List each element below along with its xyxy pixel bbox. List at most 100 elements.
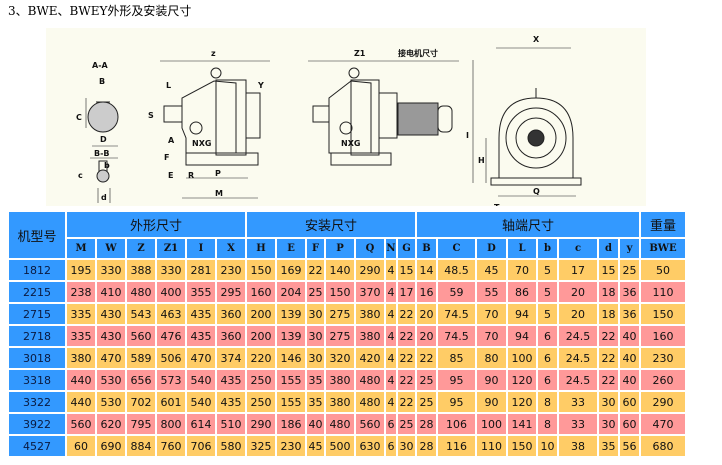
table-cell: 24.5 <box>559 370 597 390</box>
table-cell: 22 <box>398 326 415 346</box>
column-header-d: D <box>477 239 506 258</box>
table-cell: 22 <box>599 348 618 368</box>
table-cell: 195 <box>67 260 95 280</box>
table-cell: 335 <box>67 326 95 346</box>
table-cell: 360 <box>217 326 245 346</box>
label-c-small: c <box>78 171 83 180</box>
label-b-small: b <box>104 161 110 170</box>
table-cell: 6 <box>386 436 396 456</box>
table-cell: 476 <box>157 326 185 346</box>
page-title: 3、BWE、BWEY外形及安装尺寸 <box>8 4 192 18</box>
table-cell: 17 <box>559 260 597 280</box>
table-cell: 238 <box>67 282 95 302</box>
table-cell: 16 <box>417 282 436 302</box>
column-header-f: F <box>307 239 324 258</box>
table-cell: 30 <box>599 414 618 434</box>
table-cell: 24.5 <box>559 326 597 346</box>
table-cell: 380 <box>326 392 354 412</box>
table-cell: 110 <box>641 282 685 302</box>
table-cell: 560 <box>127 326 155 346</box>
table-cell: 25 <box>398 414 415 434</box>
table-cell: 430 <box>97 304 125 324</box>
table-cell: 160 <box>247 282 275 302</box>
table-cell: 55 <box>477 282 506 302</box>
table-cell: 155 <box>277 370 305 390</box>
table-cell: 100 <box>477 414 506 434</box>
table-cell: 22 <box>599 326 618 346</box>
table-cell: 435 <box>217 370 245 390</box>
table-cell: 250 <box>247 370 275 390</box>
table-cell: 33 <box>559 414 597 434</box>
table-cell: 59 <box>438 282 475 302</box>
table-cell: 620 <box>97 414 125 434</box>
table-cell: 24.5 <box>559 348 597 368</box>
label-l: L <box>166 81 171 90</box>
table-cell: 601 <box>157 392 185 412</box>
table-cell: 139 <box>277 326 305 346</box>
table-cell: 40 <box>620 326 639 346</box>
column-header-bwe: BWE <box>641 239 685 258</box>
table-cell: 230 <box>641 348 685 368</box>
model-cell: 2215 <box>9 282 65 302</box>
model-cell: 3322 <box>9 392 65 412</box>
table-cell: 35 <box>599 436 618 456</box>
table-cell: 45 <box>477 260 506 280</box>
table-cell: 74.5 <box>438 304 475 324</box>
model-cell: 4527 <box>9 436 65 456</box>
column-header-m: M <box>67 239 95 258</box>
table-cell: 150 <box>641 304 685 324</box>
table-cell: 150 <box>508 436 536 456</box>
column-header-p: P <box>326 239 354 258</box>
table-cell: 35 <box>307 392 324 412</box>
table-cell: 35 <box>307 370 324 390</box>
table-cell: 70 <box>508 260 536 280</box>
table-cell: 8 <box>538 414 557 434</box>
table-cell: 690 <box>97 436 125 456</box>
table-cell: 22 <box>599 370 618 390</box>
table-cell: 25 <box>417 370 436 390</box>
table-cell: 150 <box>247 260 275 280</box>
table-cell: 884 <box>127 436 155 456</box>
table-cell: 380 <box>356 326 384 346</box>
table-cell: 295 <box>217 282 245 302</box>
table-cell: 560 <box>67 414 95 434</box>
label-x: X <box>533 35 540 44</box>
table-cell: 56 <box>620 436 639 456</box>
table-cell: 22 <box>398 348 415 368</box>
side-view-drawing <box>160 60 270 199</box>
table-cell: 94 <box>508 326 536 346</box>
table-cell: 380 <box>356 304 384 324</box>
column-header-w: W <box>97 239 125 258</box>
label-f: F <box>164 153 169 162</box>
table-cell: 50 <box>641 260 685 280</box>
table-cell: 15 <box>398 260 415 280</box>
table-cell: 706 <box>187 436 215 456</box>
table-cell: 4 <box>386 260 396 280</box>
table-cell: 420 <box>356 348 384 368</box>
label-p: P <box>215 169 221 178</box>
table-cell: 5 <box>538 260 557 280</box>
table-cell: 470 <box>97 348 125 368</box>
group-header-install: 安装尺寸 <box>247 212 415 237</box>
label-c: C <box>76 113 82 122</box>
label-nxg-2: NXG <box>341 139 360 148</box>
table-cell: 146 <box>277 348 305 368</box>
label-e: E <box>168 171 173 180</box>
front-view-drawing <box>472 47 582 197</box>
table-cell: 6 <box>538 348 557 368</box>
column-header-c: c <box>559 239 597 258</box>
table-cell: 480 <box>127 282 155 302</box>
table-cell: 90 <box>477 392 506 412</box>
table-cell: 4 <box>386 326 396 346</box>
table-cell: 4 <box>386 392 396 412</box>
table-cell: 116 <box>438 436 475 456</box>
model-cell: 1812 <box>9 260 65 280</box>
table-cell: 169 <box>277 260 305 280</box>
column-header-c: C <box>438 239 475 258</box>
table-cell: 275 <box>326 326 354 346</box>
column-header-e: E <box>277 239 305 258</box>
